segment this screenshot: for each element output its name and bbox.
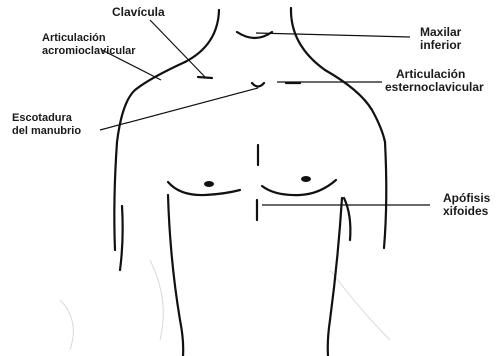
faint-background-sketch (60, 260, 390, 350)
label-clavicula: Clavícula (112, 5, 165, 19)
right-arm-outer (384, 142, 386, 248)
label-maxilar-line1: Maxilar (420, 25, 462, 39)
label-acromio-line1: Articulación (42, 32, 106, 44)
left-shoulder-outline (117, 62, 185, 142)
right-pectoral-contour (262, 180, 336, 195)
left-nipple (204, 181, 214, 187)
label-acromio-line2: acromioclavicular (42, 45, 136, 57)
leader-clavicula (150, 20, 206, 78)
neck-left-outline (185, 10, 219, 62)
left-arm-inner (120, 206, 123, 270)
left-pectoral-contour (168, 182, 240, 195)
left-arm-outer (114, 142, 117, 250)
right-shoulder-outline (325, 70, 385, 142)
label-escotadura-line2: del manubrio (12, 125, 81, 137)
label-apofisis-line1: Apófisis (443, 191, 491, 205)
label-maxilar-line2: inferior (420, 38, 462, 52)
neck-right-outline (291, 8, 325, 70)
right-nipple (301, 176, 311, 182)
label-apofisis-line2: xifoides (443, 204, 489, 218)
leader-maxilar (256, 33, 410, 37)
suprasternal-notch (252, 83, 264, 87)
label-escotadura-line1: Escotadura (12, 112, 73, 124)
left-torso-side (168, 195, 183, 356)
label-esterno-line2: esternoclavicular (385, 80, 484, 94)
right-flank-short (344, 198, 350, 240)
label-esterno-line1: Articulación (396, 67, 465, 81)
right-torso-side (328, 198, 342, 356)
